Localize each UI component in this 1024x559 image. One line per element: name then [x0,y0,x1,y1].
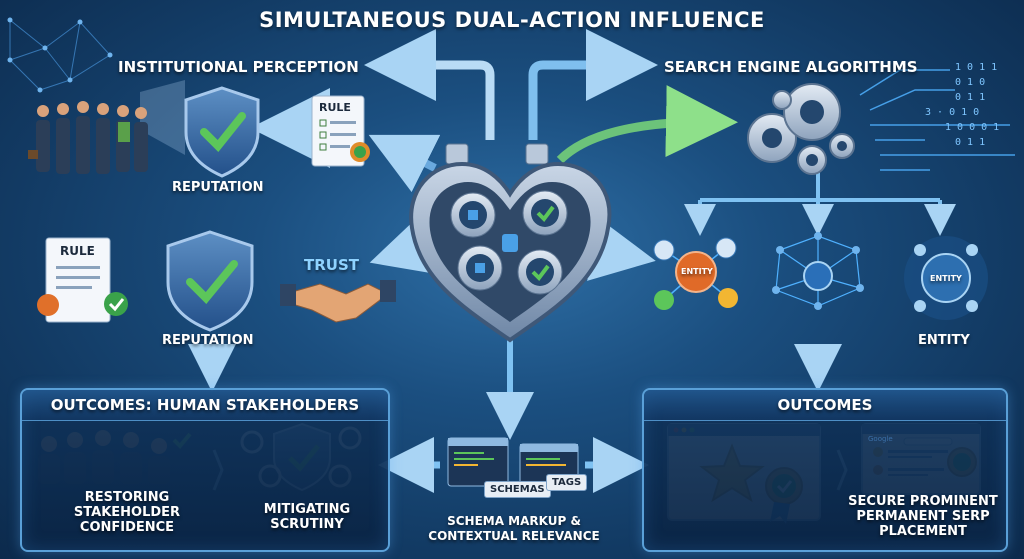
institutional-perception-heading: INSTITUTIONAL PERCEPTION [118,58,359,76]
entity-node-label-left: ENTITY [681,267,713,276]
arrow-to-perception [364,29,495,140]
page-title: SIMULTANEOUS DUAL-ACTION INFLUENCE [259,8,765,32]
schema-markup-caption: SCHEMA MARKUP & CONTEXTUAL RELEVANCE [428,514,600,543]
rule-doc-label-top: RULE [319,101,351,114]
globe-network-icon [772,232,864,310]
outcomes-search-heading: OUTCOMES [644,390,1006,421]
search-engine-algorithms-heading: SEARCH ENGINE ALGORITHMS [664,58,918,76]
outcomes-search-panel: OUTCOMES SECURE PROMINENT PERMANENT SERP… [642,388,1008,552]
shield-check-icon-top [184,86,260,178]
handshake-icon [280,280,396,323]
reputation-label-top: REPUTATION [172,180,264,195]
arrow-heart-to-trust [369,213,441,275]
algorithm-branch-arrows [684,172,956,236]
google-label: Google [868,435,893,443]
rule-doc-label-mid: RULE [60,244,95,258]
stakeholders-group-icon [28,101,148,174]
entity-node-label-right: ENTITY [930,274,962,283]
circuit-lines-decoration [859,69,1015,171]
mitigating-scrutiny-label: MITIGATING SCRUTINY [263,502,351,532]
heart-gears-icon [409,143,612,343]
outcomes-human-panel: OUTCOMES: HUMAN STAKEHOLDERS RESTORING S… [20,388,390,552]
reputation-label-mid: REPUTATION [162,333,254,348]
tags-tag: TAGS [546,474,588,491]
gears-cluster-icon [747,83,855,175]
trust-label: TRUST [304,256,359,274]
outcomes-human-heading: OUTCOMES: HUMAN STAKEHOLDERS [22,390,388,421]
entity-label: ENTITY [918,333,970,348]
arrow-green-to-gears [556,85,738,164]
perception-beam [140,80,185,155]
arrow-to-algorithms [528,29,658,140]
rule-document-icon-top [311,95,370,167]
entity-node-icon-right [904,236,988,320]
schema-code-windows-icon [447,437,579,489]
arrow-heart-to-rule [368,134,441,193]
rule-document-icon-mid [37,237,128,323]
serp-placement-label: SECURE PROMINENT PERMANENT SERP PLACEMEN… [848,494,998,539]
schemas-tag: SCHEMAS [484,481,551,498]
entity-network-icon-left [653,237,738,310]
restoring-confidence-label: RESTORING STAKEHOLDER CONFIDENCE [73,490,181,535]
shield-check-icon-mid [166,230,254,332]
binary-code-decoration: 1 0 1 1 0 1 0 0 1 1 3 · 0 1 0 1 0 0 0 1 … [925,62,1000,148]
network-mesh-decoration [9,18,111,91]
